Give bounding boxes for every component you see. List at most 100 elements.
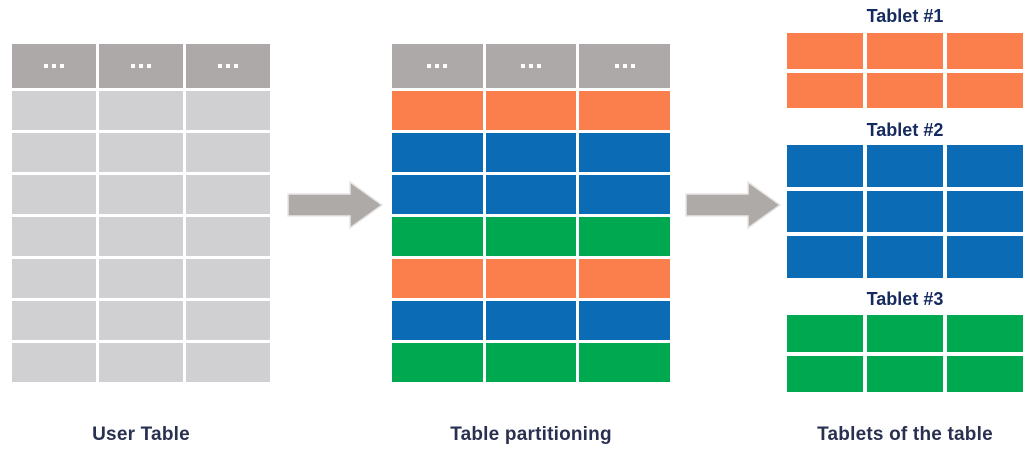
ellipsis-icon xyxy=(486,64,577,68)
user-table-cell xyxy=(12,259,96,298)
user-table-cell xyxy=(12,301,96,340)
user-table-caption: User Table xyxy=(92,424,190,445)
user-table-cell xyxy=(186,91,270,130)
tablet-row xyxy=(787,236,1023,279)
user-table-cell xyxy=(186,133,270,172)
user-table-cell xyxy=(99,217,183,256)
partitioned-table-header-cell xyxy=(485,44,577,88)
tablets-caption: Tablets of the table xyxy=(817,424,993,445)
user-table-cell xyxy=(186,343,270,382)
tablet-row xyxy=(787,315,1023,352)
partition-cell xyxy=(579,343,671,382)
user-table-cell xyxy=(99,133,183,172)
user-table-header-cell xyxy=(12,44,96,88)
user-table-cell xyxy=(99,343,183,382)
user-table xyxy=(12,44,270,382)
tablet-cell xyxy=(867,72,943,108)
user-table-header-row xyxy=(12,44,270,88)
partition-cell xyxy=(579,259,671,298)
ellipsis-icon xyxy=(579,64,670,68)
partition-cell xyxy=(579,217,671,256)
tablet-row xyxy=(787,145,1023,187)
tablet-row xyxy=(787,190,1023,233)
tablet-cell xyxy=(947,355,1023,392)
tablet-2-grid xyxy=(787,145,1023,279)
partitioned-table-header-cell xyxy=(579,44,671,88)
partition-cell xyxy=(485,175,577,214)
tablet-cell xyxy=(947,190,1023,233)
arrow-partition-to-tablets-icon xyxy=(685,180,782,230)
tablet-row xyxy=(787,72,1023,108)
tablet-cell xyxy=(867,315,943,352)
partition-row-blue xyxy=(392,301,671,340)
tablet-cell xyxy=(787,72,863,108)
user-table-header-cell xyxy=(99,44,183,88)
partition-row-green xyxy=(392,343,671,382)
partitioned-table-header-row xyxy=(392,44,671,88)
user-table-cell xyxy=(99,91,183,130)
tablet-cell xyxy=(787,190,863,233)
user-table-cell xyxy=(186,217,270,256)
tablet-cell xyxy=(787,145,863,187)
tablet-cell xyxy=(787,355,863,392)
partition-cell xyxy=(392,259,483,298)
user-table-cell xyxy=(12,133,96,172)
user-table-row xyxy=(12,343,270,382)
user-table-cell xyxy=(12,343,96,382)
partition-cell xyxy=(392,133,483,172)
tablet-cell xyxy=(947,236,1023,279)
partition-cell xyxy=(485,259,577,298)
partitioned-table xyxy=(392,44,671,382)
tablet-3-title: Tablet #3 xyxy=(866,289,944,309)
tablet-2-title: Tablet #2 xyxy=(866,120,944,140)
partition-cell xyxy=(392,301,483,340)
partition-cell xyxy=(485,217,577,256)
partitioned-table-caption: Table partitioning xyxy=(450,424,612,445)
tablet-cell xyxy=(867,190,943,233)
user-table-row xyxy=(12,175,270,214)
user-table-row xyxy=(12,259,270,298)
tablet-row xyxy=(787,355,1023,392)
partition-cell xyxy=(392,343,483,382)
partition-cell xyxy=(579,175,671,214)
partition-row-orange xyxy=(392,91,671,130)
user-table-row xyxy=(12,217,270,256)
tablet-1-title: Tablet #1 xyxy=(866,6,944,26)
user-table-cell xyxy=(99,259,183,298)
ellipsis-icon xyxy=(186,64,270,68)
partition-cell xyxy=(579,133,671,172)
user-table-cell xyxy=(12,91,96,130)
user-table-cell xyxy=(99,301,183,340)
partition-cell xyxy=(485,91,577,130)
user-table-cell xyxy=(186,259,270,298)
tablet-cell xyxy=(787,236,863,279)
partition-cell xyxy=(392,175,483,214)
tablet-cell xyxy=(947,315,1023,352)
tablet-cell xyxy=(867,33,943,69)
partition-cell xyxy=(485,301,577,340)
tablet-row xyxy=(787,33,1023,69)
partition-row-orange xyxy=(392,259,671,298)
tablet-cell xyxy=(947,72,1023,108)
partition-cell xyxy=(579,91,671,130)
user-table-cell xyxy=(186,175,270,214)
tablet-3-grid xyxy=(787,315,1023,392)
tablet-cell xyxy=(867,236,943,279)
partition-cell xyxy=(485,343,577,382)
partition-row-green xyxy=(392,217,671,256)
partition-cell xyxy=(392,217,483,256)
user-table-row xyxy=(12,133,270,172)
user-table-row xyxy=(12,91,270,130)
user-table-cell xyxy=(12,217,96,256)
tablet-cell xyxy=(867,355,943,392)
ellipsis-icon xyxy=(12,64,96,68)
user-table-header-cell xyxy=(186,44,270,88)
partitioned-table-header-cell xyxy=(392,44,483,88)
tablet-cell xyxy=(787,33,863,69)
tablet-cell xyxy=(947,33,1023,69)
ellipsis-icon xyxy=(99,64,183,68)
partition-cell xyxy=(485,133,577,172)
user-table-cell xyxy=(186,301,270,340)
arrow-user-to-partition-icon xyxy=(287,180,384,230)
